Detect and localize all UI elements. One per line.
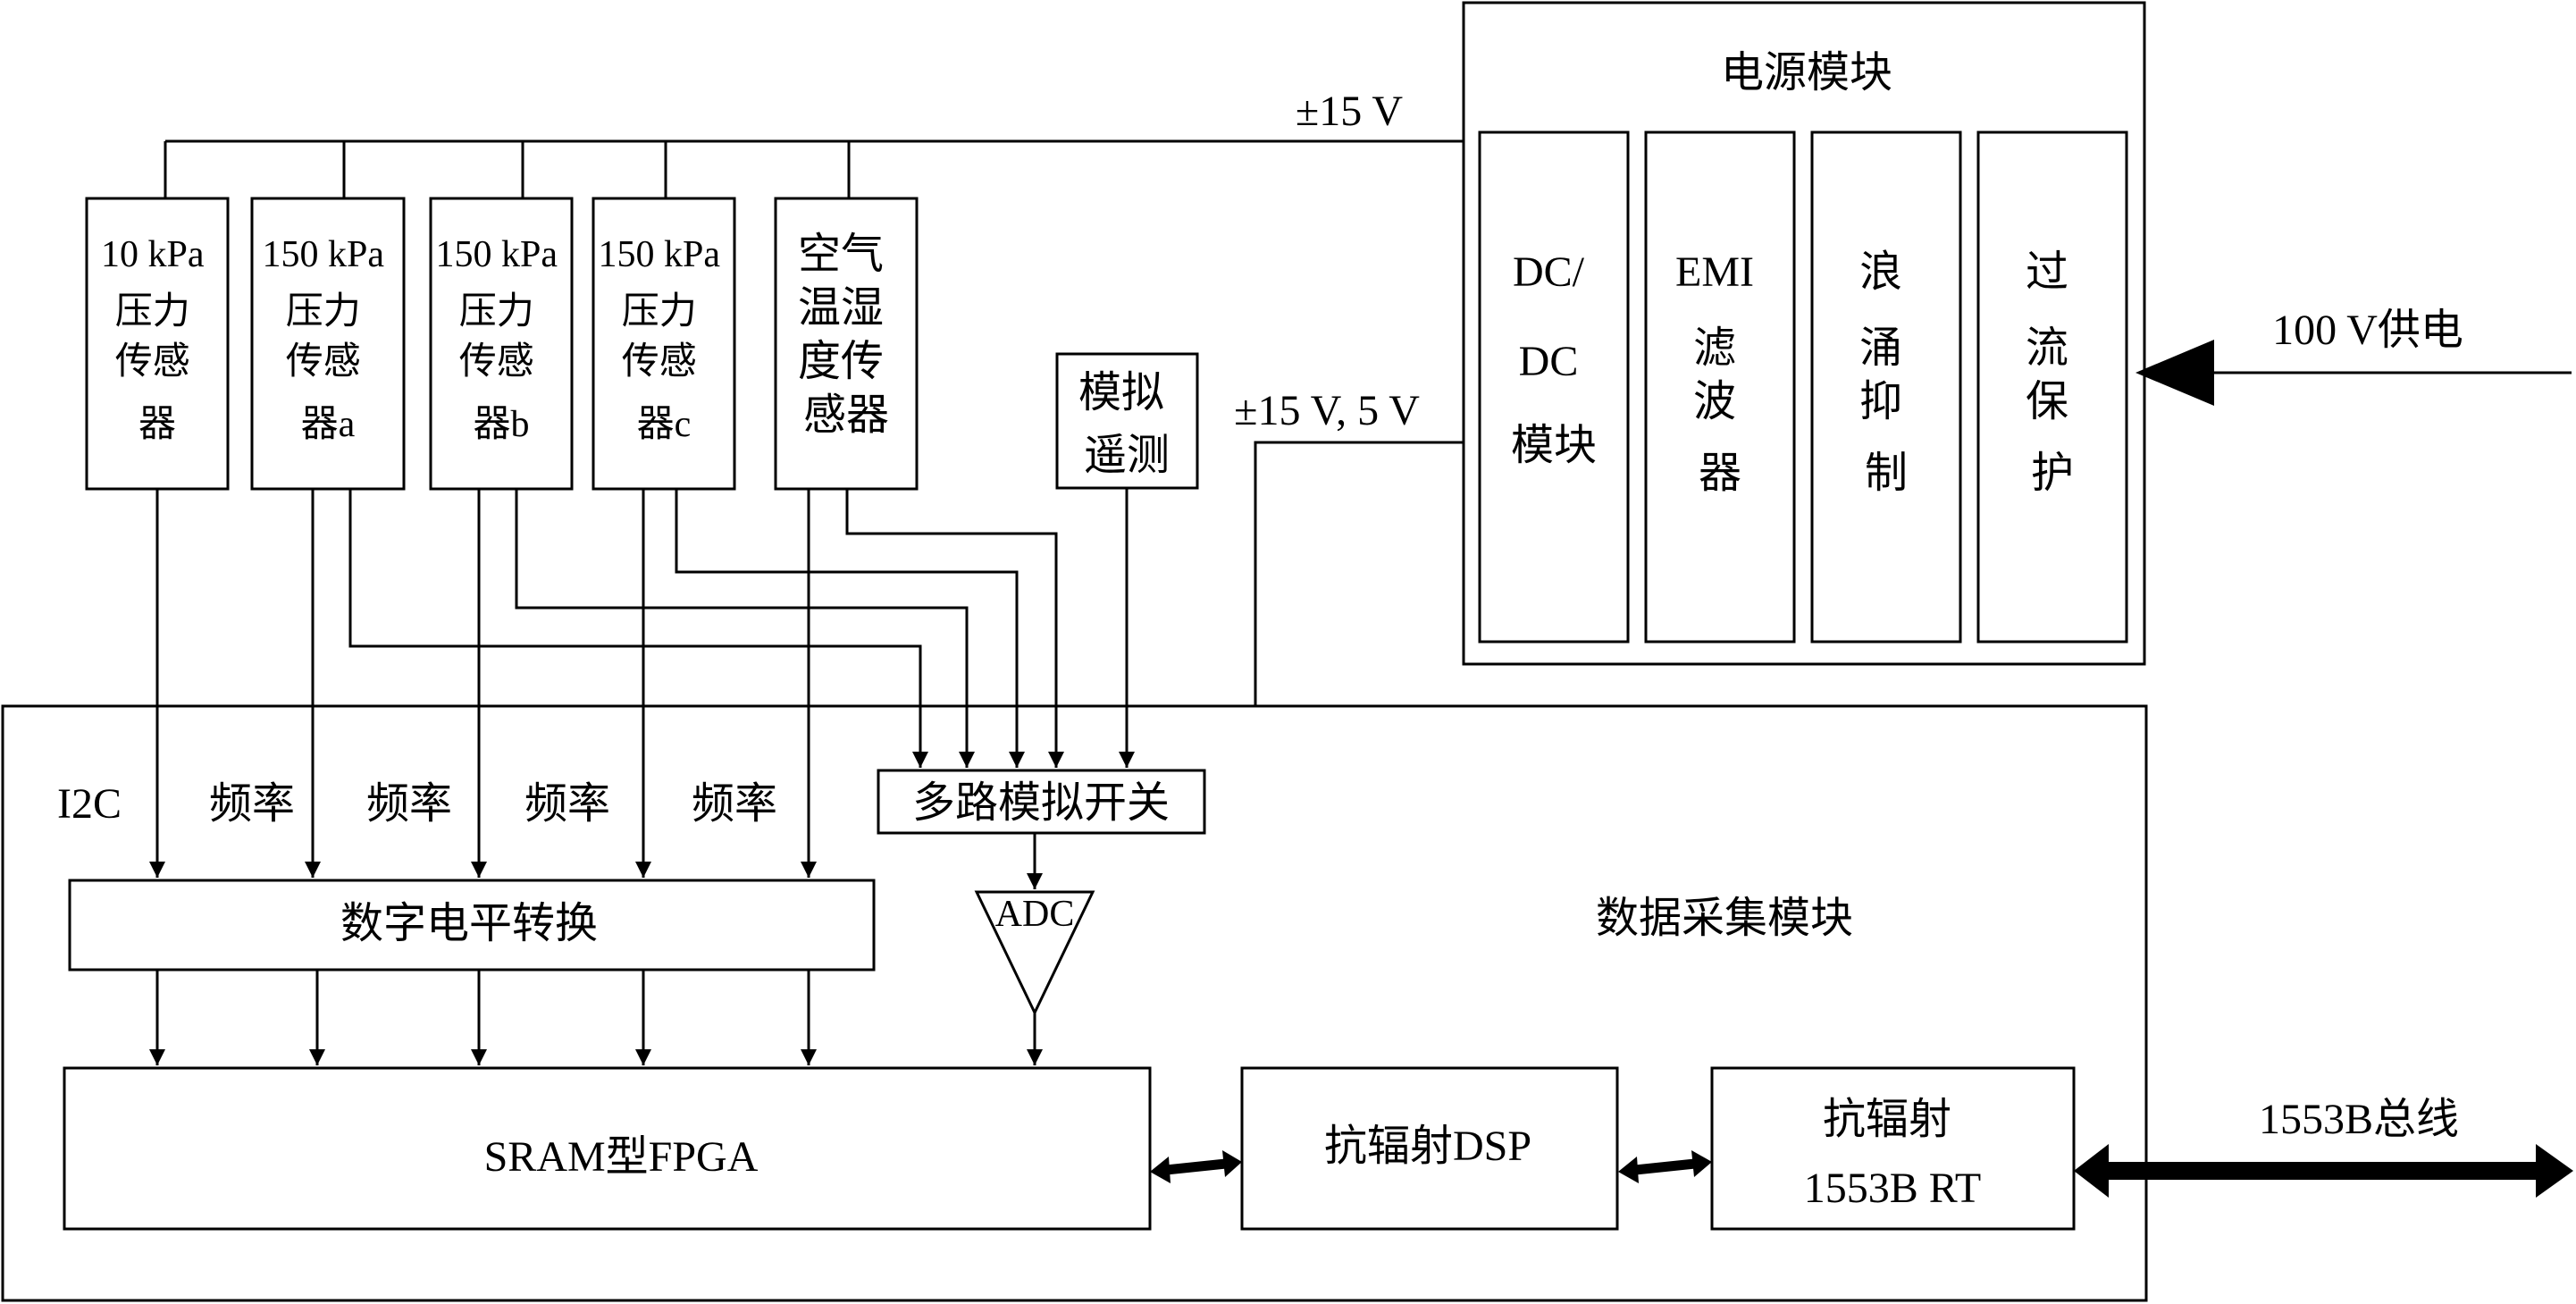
sensor-label: 10 kPa 压力 传感 器 <box>101 234 214 445</box>
power-module: 电源模块 DC/ DC 模块 EMI 滤 波 器 浪 涌 抑 制 过 流 保 护 <box>1462 1 2572 666</box>
overcurrent-protection-label: 过 流 保 护 <box>2026 248 2079 497</box>
emi-filter-box <box>1644 130 1796 644</box>
frequency-label: 频率 <box>524 780 610 828</box>
rt-label: 抗辐射 1553B RT <box>1804 1096 1981 1212</box>
analog-telemetry: 模拟 遥测 <box>1055 352 1199 490</box>
frequency-label: 频率 <box>692 780 777 828</box>
mux-box <box>877 769 1206 835</box>
sensor-150kpa-c: 150 kPa 压力 传感 器c <box>592 197 736 491</box>
power-rails: ±15 V ±15 V, 5 V <box>164 88 1464 706</box>
surge-suppression-box <box>1810 130 1962 644</box>
adc-triangle <box>974 890 1095 1016</box>
rt-box <box>1710 1066 2076 1231</box>
analog-line-c <box>675 489 1025 768</box>
sensor-label: 空气 温湿 度传 感器 <box>798 231 894 439</box>
power-input-arrowhead <box>2135 340 2214 406</box>
mux-label: 多路模拟开关 <box>912 779 1170 827</box>
sensor-label: 150 kPa 压力 传感 器c <box>599 234 730 445</box>
surge-suppression-label: 浪 涌 抑 制 <box>1859 248 1913 497</box>
sensor-label: 150 kPa 压力 传感 器b <box>436 234 567 445</box>
sensor-10kpa: 10 kPa 压力 传感 器 <box>85 197 230 491</box>
overcurrent-protection-box <box>1976 130 2128 644</box>
dcdc-module-box <box>1478 130 1630 644</box>
sensor-supply-label: ±15 V <box>1296 88 1403 135</box>
bus-link <box>2074 1144 2573 1198</box>
acq-module-frame <box>1 704 2148 1302</box>
dsp-box <box>1240 1066 1619 1231</box>
bus-label: 1553B总线 <box>2259 1096 2459 1143</box>
sensor-box <box>592 197 736 491</box>
adc-label: ADC <box>995 894 1075 935</box>
dsp-rt-link <box>1618 1150 1712 1183</box>
fpga-label: SRAM型FPGA <box>484 1133 759 1181</box>
dcdc-module-label: DC/ DC 模块 <box>1511 248 1597 469</box>
acq-module-title: 数据采集模块 <box>1596 895 1853 942</box>
acq-supply-line <box>1254 441 1464 706</box>
sensor-air-temp-humidity: 空气 温湿 度传 感器 <box>774 197 919 491</box>
level-shift-box <box>68 879 876 972</box>
sensor-box <box>250 197 406 491</box>
sensor-150kpa-b: 150 kPa 压力 传感 器b <box>429 197 574 491</box>
i2c-label: I2C <box>57 780 122 828</box>
analog-line-humidity <box>845 489 1064 768</box>
power-module-title: 电源模块 <box>1721 49 1892 97</box>
frequency-label: 频率 <box>209 780 295 828</box>
frequency-label: 频率 <box>366 780 452 828</box>
signal-lines <box>149 488 1135 1065</box>
acq-module: 数据采集模块 I2C 频率 频率 频率 频率 多路模拟开关 ADC 数字电平转换… <box>1 704 2148 1302</box>
fpga-box <box>63 1066 1152 1231</box>
emi-filter-label: EMI 滤 波 器 <box>1675 248 1765 497</box>
level-shift-label: 数字电平转换 <box>340 900 598 947</box>
power-module-frame <box>1462 1 2146 666</box>
bidirectional-links: 1553B总线 <box>1150 1096 2573 1198</box>
sensor-box <box>429 197 574 491</box>
sensor-150kpa-a: 150 kPa 压力 传感 器a <box>250 197 406 491</box>
dsp-label: 抗辐射DSP <box>1324 1123 1531 1170</box>
analog-line-b <box>515 489 975 768</box>
fpga-dsp-link <box>1150 1150 1242 1183</box>
power-input-label: 100 V供电 <box>2272 307 2463 354</box>
sensor-label: 150 kPa 压力 传感 器a <box>263 234 394 445</box>
analog-line-a <box>348 489 928 768</box>
analog-telemetry-label: 模拟 遥测 <box>1078 369 1175 479</box>
acq-supply-label: ±15 V, 5 V <box>1234 387 1420 434</box>
